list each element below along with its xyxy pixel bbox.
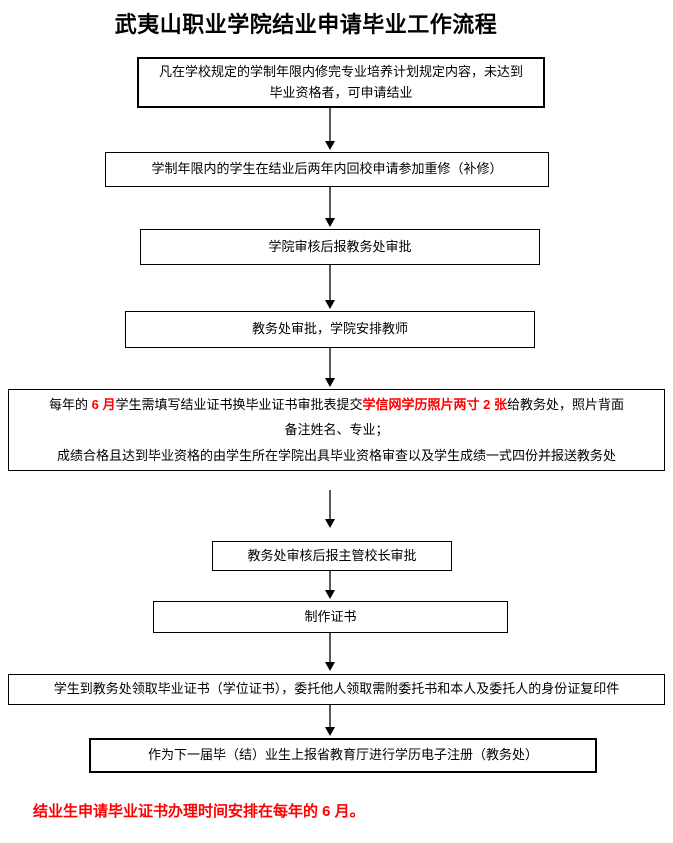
arrow-line: [329, 490, 331, 519]
flow-step-5-label: 每年的 6 月学生需填写结业证书换毕业证书审批表提交学信网学历照片两寸 2 张给…: [49, 396, 624, 463]
flow-step-2: 学制年限内的学生在结业后两年内回校申请参加重修（补修）: [105, 152, 549, 187]
flow-step-9: 作为下一届毕（结）业生上报省教育厅进行学历电子注册（教务处）: [89, 738, 597, 773]
arrow-line: [329, 348, 331, 378]
arrow-head: [324, 590, 335, 599]
down-arrow-connector-4: [324, 348, 335, 387]
down-arrow-connector-7: [324, 633, 335, 671]
flow-step-1: 凡在学校规定的学制年限内修完专业培养计划规定内容，未达到毕业资格者，可申请结业: [137, 57, 545, 108]
down-arrow-connector-8: [324, 705, 335, 736]
arrow-head: [324, 300, 335, 309]
arrow-line: [329, 705, 331, 727]
down-arrow-connector-5: [324, 490, 335, 528]
flow-step-3: 学院审核后报教务处审批: [140, 229, 540, 265]
arrow-head: [324, 662, 335, 671]
arrow-head: [324, 141, 335, 150]
arrow-line: [329, 187, 331, 218]
arrow-head: [324, 727, 335, 736]
arrow-head: [324, 519, 335, 528]
arrow-head: [324, 378, 335, 387]
arrow-line: [329, 108, 331, 141]
down-arrow-connector-2: [324, 187, 335, 227]
arrow-line: [329, 633, 331, 662]
arrow-line: [329, 265, 331, 300]
down-arrow-connector-1: [324, 108, 335, 150]
footnote-note: 结业生申请毕业证书办理时间安排在每年的 6 月。: [33, 803, 365, 820]
arrow-line: [329, 571, 331, 590]
flow-step-4: 教务处审批，学院安排教师: [125, 311, 535, 348]
flow-step-7: 制作证书: [153, 601, 508, 633]
flow-step-5: 每年的 6 月学生需填写结业证书换毕业证书审批表提交学信网学历照片两寸 2 张给…: [8, 389, 665, 471]
flow-step-1-label: 凡在学校规定的学制年限内修完专业培养计划规定内容，未达到毕业资格者，可申请结业: [158, 64, 523, 100]
flow-step-6: 教务处审核后报主管校长审批: [212, 541, 452, 571]
page-title: 武夷山职业学院结业申请毕业工作流程: [114, 12, 498, 37]
down-arrow-connector-3: [324, 265, 335, 309]
flow-step-8: 学生到教务处领取毕业证书（学位证书），委托他人领取需附委托书和本人及委托人的身份…: [8, 674, 665, 705]
arrow-head: [324, 218, 335, 227]
down-arrow-connector-6: [324, 571, 335, 599]
